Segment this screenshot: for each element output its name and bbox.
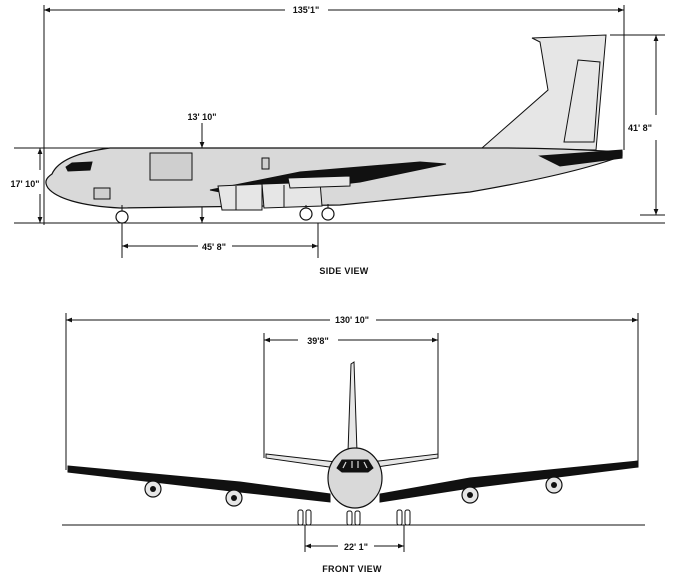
side-horizontal-stabilizer bbox=[538, 149, 623, 167]
side-window bbox=[261, 157, 270, 170]
front-engine-4 bbox=[545, 472, 563, 494]
side-view-title: SIDE VIEW bbox=[319, 266, 368, 276]
front-right-wing bbox=[379, 460, 639, 503]
front-vertical-fin bbox=[347, 361, 358, 453]
side-engine-1 bbox=[217, 183, 263, 211]
tail-height-label: 41' 8" bbox=[628, 123, 652, 133]
front-view: 130' 10" 39'8" bbox=[62, 313, 645, 574]
main-wheel-1 bbox=[299, 207, 313, 221]
main-wheel-2 bbox=[321, 207, 335, 221]
front-window-frames bbox=[342, 461, 368, 469]
cargo-door bbox=[149, 152, 193, 181]
front-fuselage bbox=[327, 447, 383, 509]
front-engine-2 bbox=[225, 485, 243, 507]
cockpit-windows bbox=[65, 161, 93, 172]
wheelbase-label: 45' 8" bbox=[202, 242, 226, 252]
front-view-title: FRONT VIEW bbox=[322, 564, 382, 574]
wingspan-label: 130' 10" bbox=[335, 315, 369, 325]
front-engine-3 bbox=[461, 482, 479, 504]
side-rudder bbox=[563, 59, 601, 143]
side-pylon bbox=[287, 175, 351, 189]
front-engine-1 bbox=[144, 476, 162, 498]
stabilizer-span-label: 39'8" bbox=[307, 336, 328, 346]
nose-height-label: 17' 10" bbox=[11, 179, 40, 189]
front-nose-gear bbox=[346, 510, 361, 526]
overall-length-label: 135'1" bbox=[293, 5, 319, 15]
fuselage-height-label: 13' 10" bbox=[188, 112, 217, 122]
front-left-wing bbox=[67, 465, 331, 503]
side-view: 135'1" 41' 8" 17' 10" 13' 10" bbox=[11, 5, 665, 276]
front-main-gear-right bbox=[396, 509, 411, 526]
front-main-gear-left bbox=[297, 509, 312, 526]
main-gear-track-label: 22' 1" bbox=[344, 542, 368, 552]
nose-hatch bbox=[93, 187, 111, 200]
front-cockpit-windows bbox=[336, 459, 374, 473]
nose-wheel bbox=[115, 210, 129, 224]
